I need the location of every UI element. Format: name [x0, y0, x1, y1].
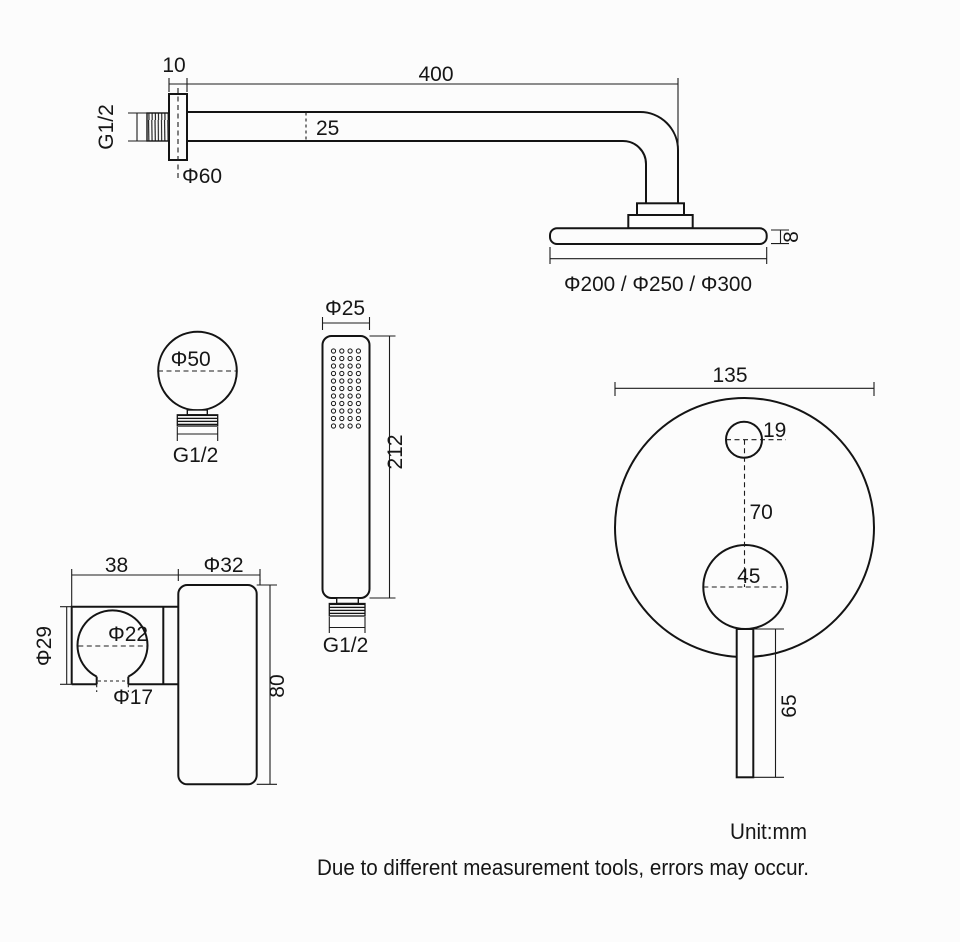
dim-handle-length: 65 [778, 694, 801, 717]
dim-center-distance: 70 [750, 501, 773, 524]
head-connector-upper [636, 202, 685, 217]
spray-nozzle-dot [339, 415, 345, 422]
dim-bracket-thread: G1/2 [173, 444, 219, 467]
dim-holder-body-dia: Φ32 [203, 554, 243, 577]
shower-arm-assembly: 10 400 25 G1/2 Φ60 [95, 54, 679, 204]
disclaimer-note: Due to different measurement tools, erro… [317, 855, 809, 880]
spray-nozzle-dot [355, 363, 361, 369]
dim-holder-depth: 38 [105, 554, 128, 577]
bracket-neck [186, 409, 209, 416]
spray-nozzle-dot [339, 408, 345, 414]
spray-nozzle-dot [347, 378, 353, 384]
spray-nozzle-dot [347, 408, 353, 414]
spray-nozzle-dot [347, 370, 353, 377]
mixer-valve: 135 19 70 45 65 [614, 364, 875, 779]
spray-nozzle-dot [347, 393, 353, 399]
dim-flange-dia: Φ60 [182, 165, 222, 188]
hand-shower-body [321, 335, 371, 599]
spray-nozzle-dot [355, 400, 361, 407]
dim-clamp-outer: Φ29 [33, 626, 56, 666]
hand-shower-neck [336, 597, 360, 605]
dim-wall-plate-width: 10 [162, 54, 185, 77]
dim-clamp-inner-dia: Φ22 [108, 623, 148, 646]
spray-nozzle-dot [355, 423, 361, 429]
shower-head: 8 Φ200 / Φ250 / Φ300 [549, 202, 803, 296]
dim-hand-shower-length: 212 [384, 434, 407, 469]
dim-head-diameters: Φ200 / Φ250 / Φ300 [564, 273, 752, 296]
spray-nozzle-dot [330, 408, 337, 414]
dim-knob-dia: 19 [763, 419, 786, 442]
spray-dot-grid [330, 348, 361, 429]
dim-arm-length: 400 [418, 63, 453, 86]
holder-clamp-ring [76, 609, 149, 678]
dim-handle-base-dia: 45 [737, 565, 760, 588]
spray-nozzle-dot [330, 423, 337, 429]
spray-nozzle-dot [339, 363, 345, 369]
spray-nozzle-dot [330, 378, 337, 384]
dim-opening-dia: Φ17 [113, 686, 153, 709]
spray-nozzle-dot [347, 355, 353, 362]
spray-nozzle-dot [330, 385, 337, 392]
spray-nozzle-dot [347, 363, 353, 369]
spray-nozzle-dot [330, 363, 337, 369]
spray-nozzle-dot [355, 408, 361, 414]
spray-nozzle-dot [347, 415, 353, 422]
shower-holder: 38 Φ32 Φ22 Φ17 Φ29 80 [33, 554, 289, 786]
dim-wall-thread: G1/2 [95, 104, 118, 150]
dim-hand-shower-dia: Φ25 [325, 297, 365, 320]
spray-nozzle-dot [339, 348, 345, 354]
spray-nozzle-dot [339, 393, 345, 399]
dim-bracket-dia: Φ50 [171, 348, 211, 371]
spray-nozzle-dot [339, 370, 345, 377]
dim-hand-shower-thread: G1/2 [323, 634, 369, 657]
unit-note: Unit:mm [730, 819, 807, 844]
spray-nozzle-dot [347, 385, 353, 392]
spray-nozzle-dot [347, 400, 353, 407]
dim-arm-height: 25 [316, 117, 339, 140]
wall-thread [146, 112, 170, 142]
spray-nozzle-dot [355, 370, 361, 377]
holder-body [177, 584, 258, 786]
footer-notes: Unit:mm Due to different measurement too… [317, 819, 809, 880]
spray-nozzle-dot [330, 348, 337, 354]
dim-head-thickness: 8 [780, 231, 803, 243]
shower-arm-outer-edge [187, 111, 679, 204]
head-connector-lower [627, 214, 694, 230]
mixer-handle-lever [735, 628, 755, 779]
spray-nozzle-dot [330, 415, 337, 422]
hand-shower: Φ25 212 G1/2 [321, 297, 407, 657]
spray-nozzle-dot [355, 348, 361, 354]
spray-nozzle-dot [339, 355, 345, 362]
spray-nozzle-dot [355, 378, 361, 384]
bracket-thread [176, 414, 219, 427]
spray-nozzle-dot [330, 393, 337, 399]
spray-nozzle-dot [355, 355, 361, 362]
spray-nozzle-dot [355, 385, 361, 392]
spray-nozzle-dot [347, 423, 353, 429]
spray-nozzle-dot [330, 355, 337, 362]
wall-bracket: Φ50 G1/2 [157, 330, 238, 467]
spray-nozzle-dot [330, 370, 337, 377]
head-disc [549, 227, 768, 246]
spray-nozzle-dot [330, 400, 337, 407]
spray-nozzle-dot [339, 423, 345, 429]
spray-nozzle-dot [347, 348, 353, 354]
dim-mixer-plate-dia: 135 [712, 364, 747, 387]
dim-holder-body-height: 80 [266, 674, 289, 697]
spray-nozzle-dot [339, 378, 345, 384]
spray-nozzle-dot [339, 400, 345, 407]
spray-nozzle-dot [339, 385, 345, 392]
spray-nozzle-dot [355, 415, 361, 422]
spray-nozzle-dot [355, 393, 361, 399]
shower-arm-inner-edge [187, 140, 647, 204]
hand-shower-thread [328, 602, 366, 617]
